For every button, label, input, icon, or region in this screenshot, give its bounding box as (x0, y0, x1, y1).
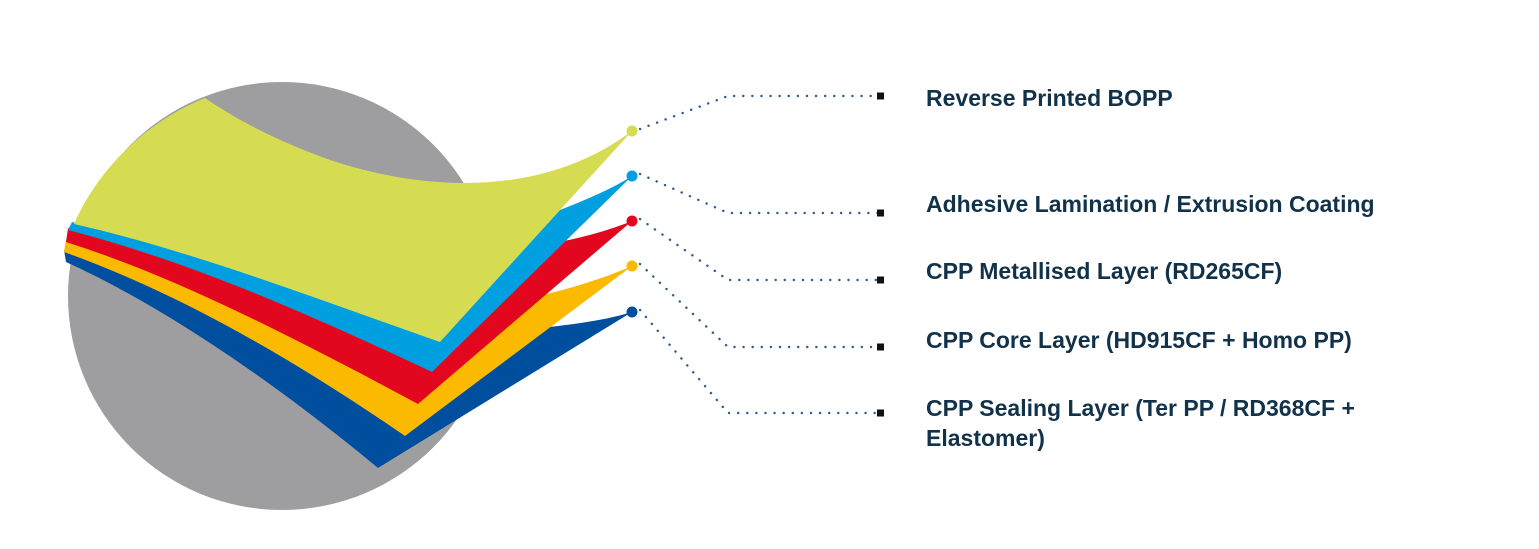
leader-endpoint-marker-2 (877, 276, 884, 284)
layer-label-cpp-core: CPP Core Layer (HD915CF + Homo PP) (926, 327, 1352, 353)
leader-lines (626, 92, 884, 417)
layer-band-2 (66, 221, 632, 404)
layer-label-cpp-sealing: CPP Sealing Layer (Ter PP / RD368CF + El… (926, 395, 1355, 451)
leader-line-3 (638, 262, 880, 349)
leader-line-2 (638, 217, 880, 282)
layer-tip-dot-0 (626, 125, 638, 137)
layer-band-0 (74, 98, 632, 342)
layer-tip-dot-1 (626, 170, 638, 182)
layer-label-reverse-printed-bopp: Reverse Printed BOPP (926, 85, 1173, 111)
leader-line-4 (638, 308, 880, 415)
leader-line-1 (638, 172, 880, 215)
leader-endpoint-marker-1 (877, 209, 884, 217)
leader-endpoint-marker-3 (877, 343, 884, 351)
layer-band-1 (68, 176, 632, 372)
leader-line-0 (638, 94, 880, 131)
layer-tip-dot-4 (626, 306, 638, 318)
layer-shapes (64, 98, 632, 468)
leader-endpoint-marker-4 (877, 409, 884, 417)
layer-tip-dot-3 (626, 260, 638, 272)
leader-endpoint-marker-0 (877, 92, 884, 100)
layer-tip-dot-2 (626, 215, 638, 227)
layer-label-cpp-metallised: CPP Metallised Layer (RD265CF) (926, 258, 1283, 284)
layer-label-adhesive-lamination: Adhesive Lamination / Extrusion Coating (926, 191, 1375, 217)
